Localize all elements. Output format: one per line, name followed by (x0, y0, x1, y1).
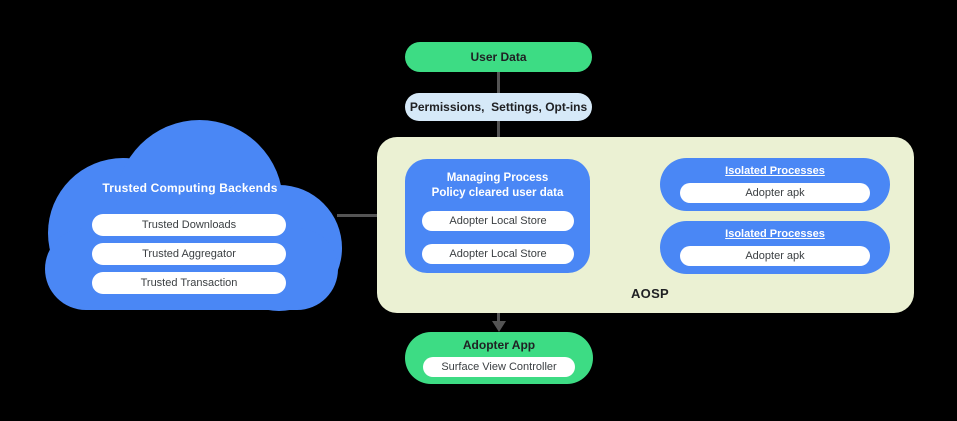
adopter-app-title: Adopter App (462, 338, 536, 352)
arrow-down-icon (492, 321, 506, 332)
connector-userdata-permissions (497, 72, 500, 93)
cloud-item-trusted-downloads: Trusted Downloads (92, 214, 286, 236)
aosp-label: AOSP (630, 286, 670, 301)
adopter-local-store-1: Adopter Local Store (422, 211, 574, 231)
surface-view-controller: Surface View Controller (423, 357, 575, 377)
managing-process-title-line2: Policy cleared user data (431, 187, 564, 199)
cloud-item-trusted-aggregator: Trusted Aggregator (92, 243, 286, 265)
isolated-processes-title-1: Isolated Processes (725, 165, 825, 177)
managing-process-title: Managing Process Policy cleared user dat… (405, 171, 590, 201)
cloud-title: Trusted Computing Backends (102, 181, 278, 195)
node-permissions-settings-optins: Permissions, Settings, Opt-ins (405, 93, 592, 121)
adopter-local-store-2: Adopter Local Store (422, 244, 574, 264)
connector-cloud-managing (337, 214, 405, 217)
node-user-data: User Data (405, 42, 592, 72)
cloud-shape-base (45, 228, 338, 310)
adopter-apk-2: Adopter apk (680, 246, 870, 266)
managing-process-title-line1: Managing Process (446, 172, 549, 184)
cloud-item-trusted-transaction: Trusted Transaction (92, 272, 286, 294)
isolated-processes-title-2: Isolated Processes (725, 228, 825, 240)
adopter-apk-1: Adopter apk (680, 183, 870, 203)
